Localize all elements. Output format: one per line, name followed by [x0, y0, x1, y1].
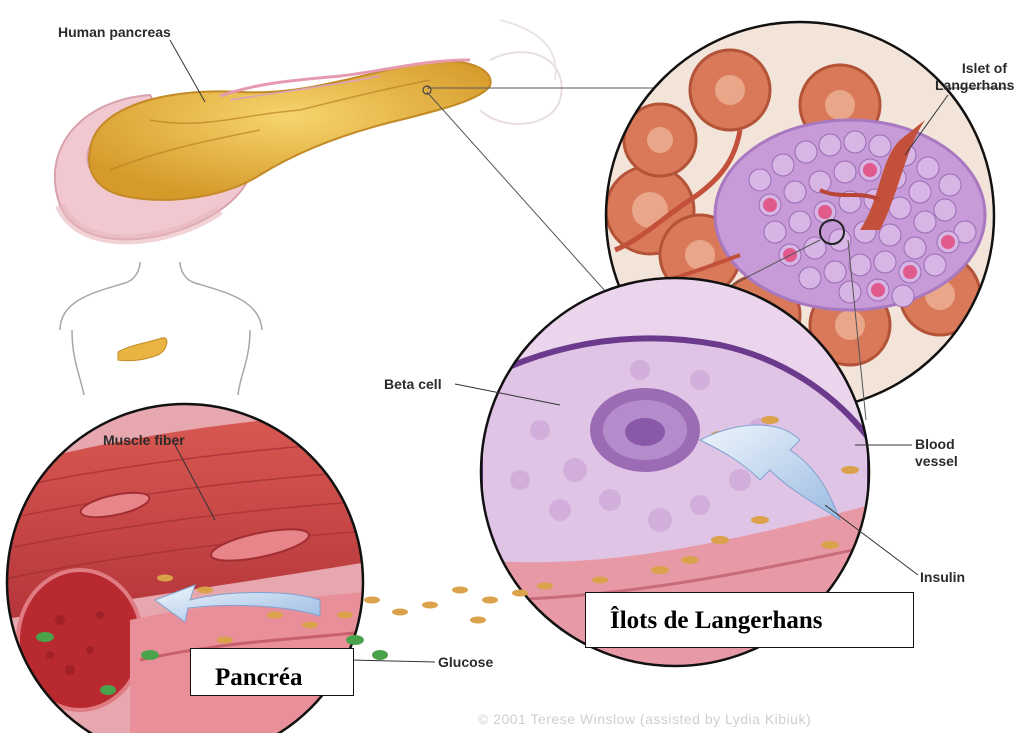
islet-cluster: [715, 120, 985, 310]
body-silhouette: [60, 262, 262, 395]
label-muscle-fiber: Muscle fiber: [103, 432, 185, 449]
nucleus: [590, 388, 700, 472]
overlay-pancrea: Pancréa: [190, 648, 354, 696]
overlay-ilots-de-langerhans: Îlots de Langerhans: [585, 592, 914, 648]
label-beta-cell: Beta cell: [384, 376, 442, 393]
spleen-outline: [480, 20, 562, 124]
label-insulin: Insulin: [920, 569, 965, 586]
label-blood-vessel: Blood vessel: [915, 436, 958, 470]
label-human-pancreas: Human pancreas: [58, 24, 171, 41]
pancreas-organ: [89, 60, 491, 200]
copyright-notice: © 2001 Terese Winslow (assisted by Lydia…: [478, 711, 811, 727]
leader-glucose: [350, 660, 435, 662]
label-islet-of-langerhans: Islet of Langerhans: [935, 60, 1007, 94]
label-glucose: Glucose: [438, 654, 493, 671]
